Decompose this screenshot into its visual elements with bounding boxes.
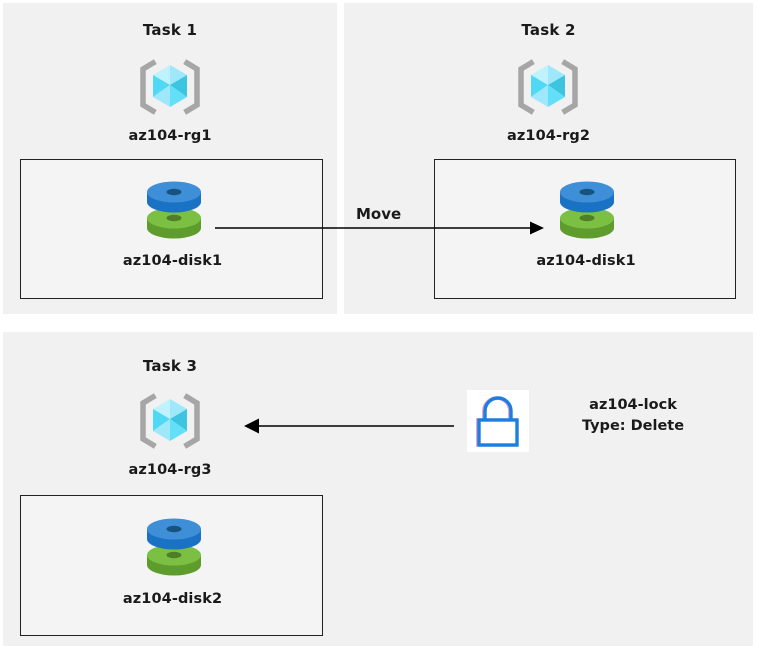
task-3-resource-label: az104-disk2 [122, 591, 223, 607]
managed-disk-icon [142, 517, 206, 577]
task-2-resource-label: az104-disk1 [536, 253, 636, 269]
panel-task-1: Task 1 az104-rg1 [3, 3, 337, 314]
lock-name: az104-lock [589, 397, 677, 413]
managed-disk-icon [555, 180, 619, 240]
task-1-resource-box: az104-disk1 [20, 159, 323, 299]
resource-group-cube-icon [517, 57, 579, 117]
task-1-title: Task 1 [142, 21, 198, 39]
lock-type: Type: Delete [581, 418, 685, 434]
managed-disk-icon [142, 180, 206, 240]
task-1-resource-label: az104-disk1 [122, 253, 223, 269]
lock-icon-tile [467, 390, 529, 452]
resource-group-cube-icon [139, 57, 201, 117]
task-2-resource-box: az104-disk1 [434, 159, 736, 299]
move-connector-label: Move [356, 205, 402, 223]
task-2-title: Task 2 [521, 21, 576, 39]
padlock-icon [467, 390, 529, 452]
task-3-resource-group-label: az104-rg3 [128, 462, 212, 478]
task-3-resource-box: az104-disk2 [20, 495, 323, 636]
panel-task-3: Task 3 az104-rg3 [3, 332, 753, 646]
task-2-resource-group-label: az104-rg2 [506, 128, 591, 144]
task-3-title: Task 3 [142, 357, 198, 375]
lock-info-block: az104-lock Type: Delete [543, 395, 723, 437]
lock-arrow [244, 418, 454, 434]
resource-group-cube-icon [139, 391, 201, 451]
task-1-resource-group-label: az104-rg1 [128, 128, 212, 144]
panel-task-2: Task 2 az104-rg2 [344, 3, 753, 314]
move-arrow [215, 221, 544, 235]
